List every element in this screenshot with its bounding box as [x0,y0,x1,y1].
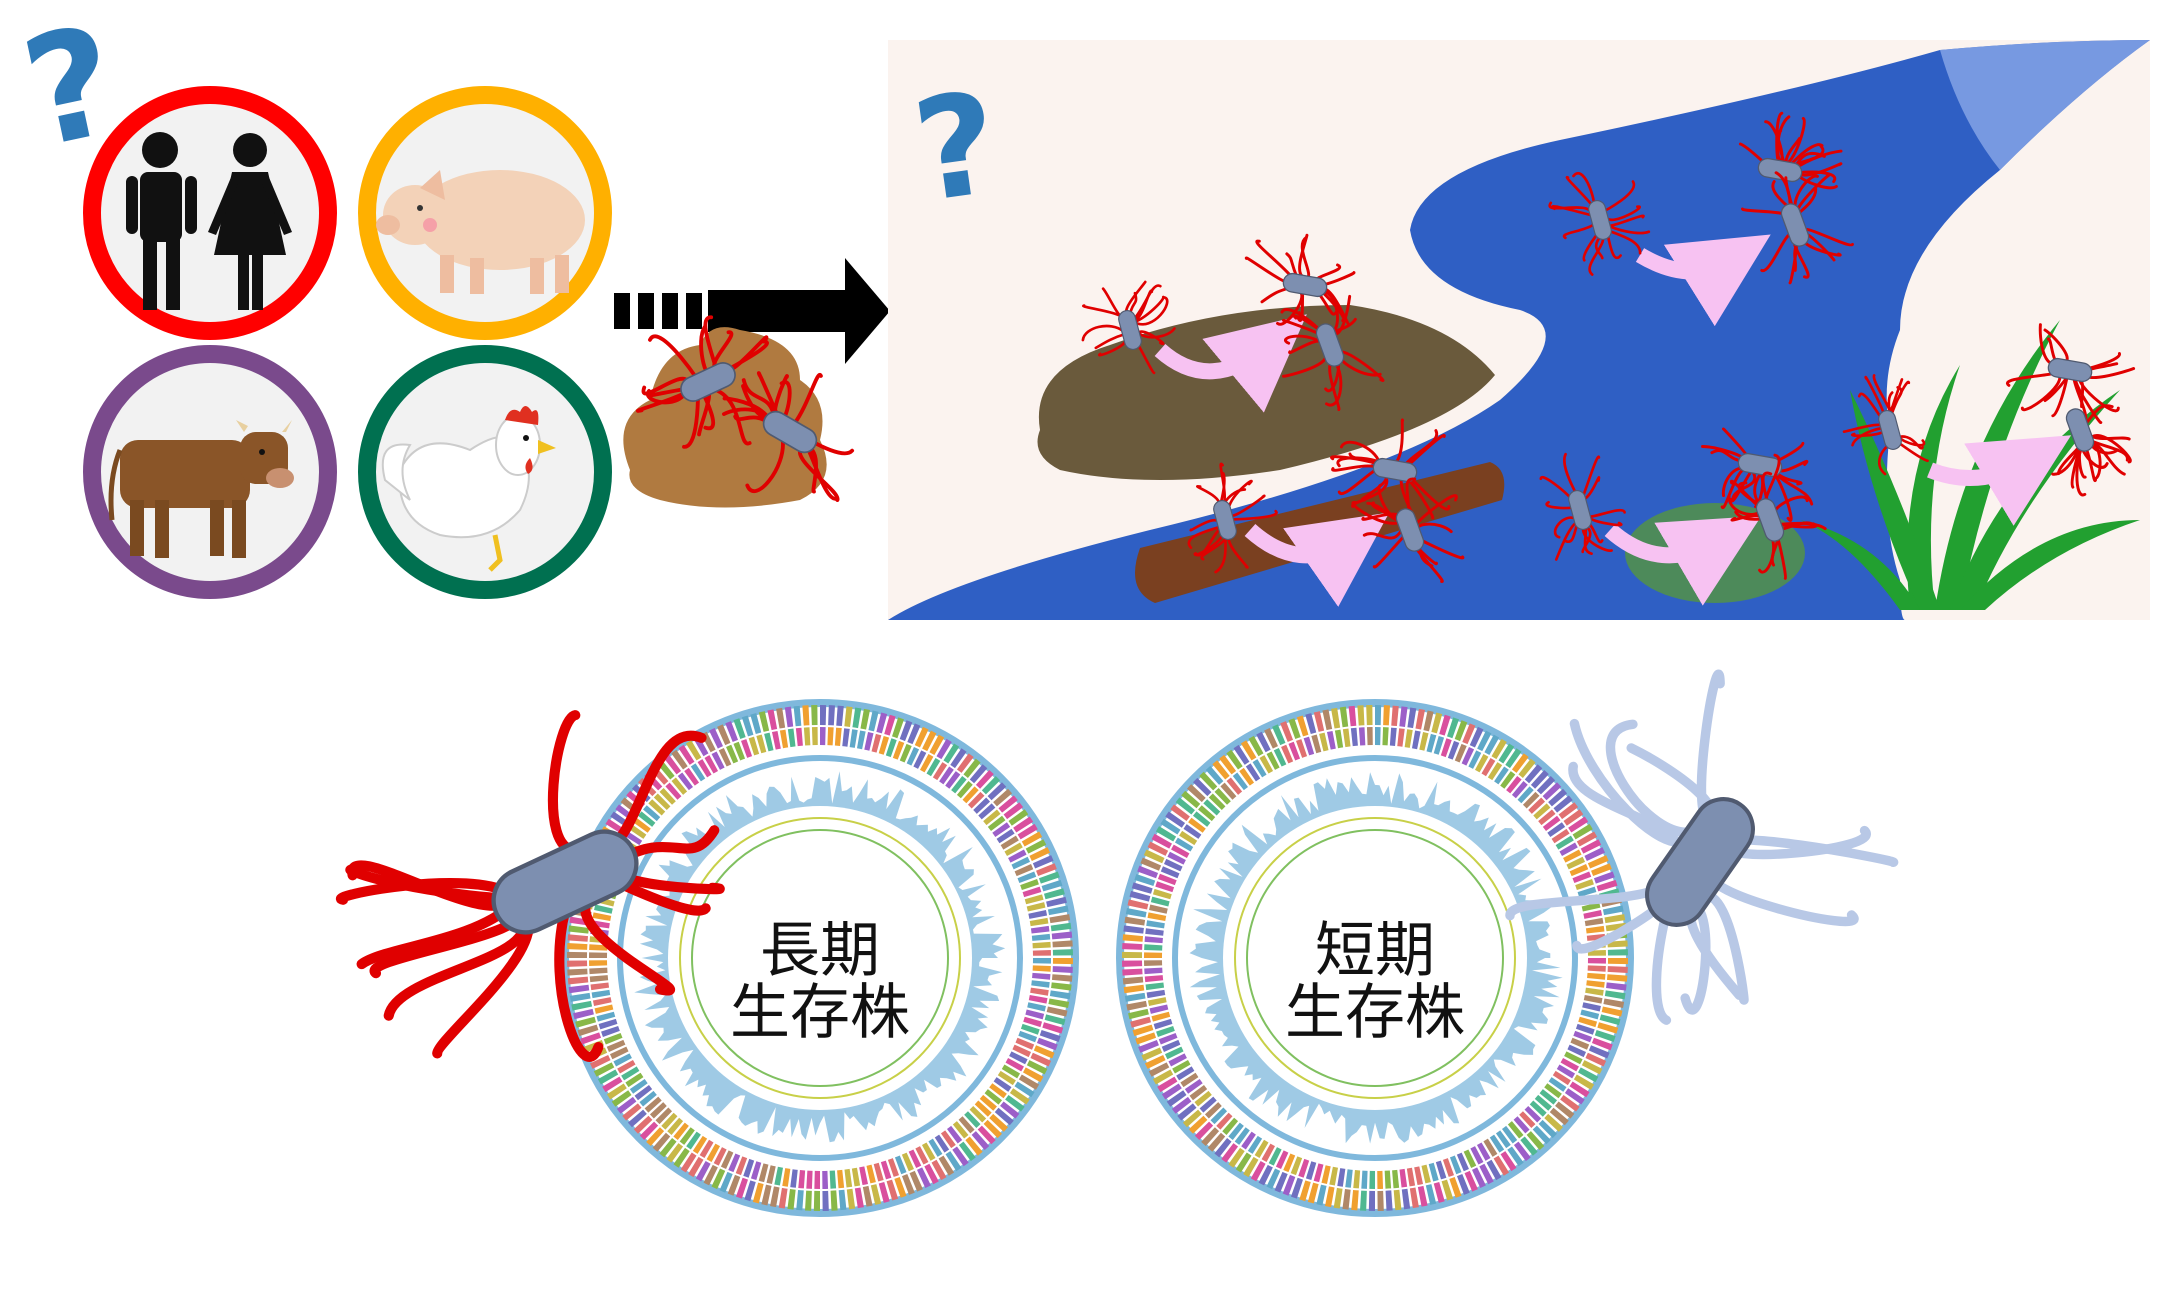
label-short-survival: 短期 生存株 [1245,920,1505,1044]
host-cow [83,345,337,599]
question-mark-icon: ? [10,0,131,182]
large-bacteria [335,669,1899,1062]
host-pig [358,86,612,340]
label-short-line1: 短期 [1315,916,1435,986]
bacterium-small [722,371,855,502]
environment-panel: ? [888,40,2150,620]
host-human [83,86,337,340]
feces-icon [623,327,827,508]
genome-map-long-survival [561,699,1079,1217]
human-icon [126,132,197,310]
bacterium-small [636,315,769,449]
pink-arrows [1154,234,2072,607]
bacterium-small [2051,404,2132,497]
river [888,40,2150,620]
dashed-arrow [614,258,890,364]
plant-icon [1800,320,2140,610]
cow-icon [108,420,294,558]
host-chicken [358,345,612,599]
bacterium-small [1842,374,1929,476]
bacterium-small [1741,171,1854,285]
bacterium-small [1280,295,1385,412]
label-short-line2: 生存株 [1285,978,1465,1048]
bacterium-small [1351,477,1465,583]
bacterium-small [1727,453,1827,580]
bacterium-small [1081,280,1176,375]
bacterium-long-survival [335,710,725,1062]
pig-icon [376,170,585,294]
chicken-icon [381,406,556,572]
svg-text:?: ? [10,0,131,182]
bacterium-small [1244,233,1356,332]
bacterium-small [1738,111,1843,190]
label-long-line2: 生存株 [730,978,910,1048]
label-long-line1: 長期 [760,916,880,986]
bacterium-small [1187,462,1278,574]
bacteria-layer [636,111,2136,583]
bacterium-small [2005,323,2136,429]
bacterium-small [1701,427,1814,522]
bacterium-small [1548,172,1651,276]
label-long-survival: 長期 生存株 [690,920,950,1044]
bacterium-small [1539,452,1626,561]
bacterium-short-survival [1505,669,1899,1025]
